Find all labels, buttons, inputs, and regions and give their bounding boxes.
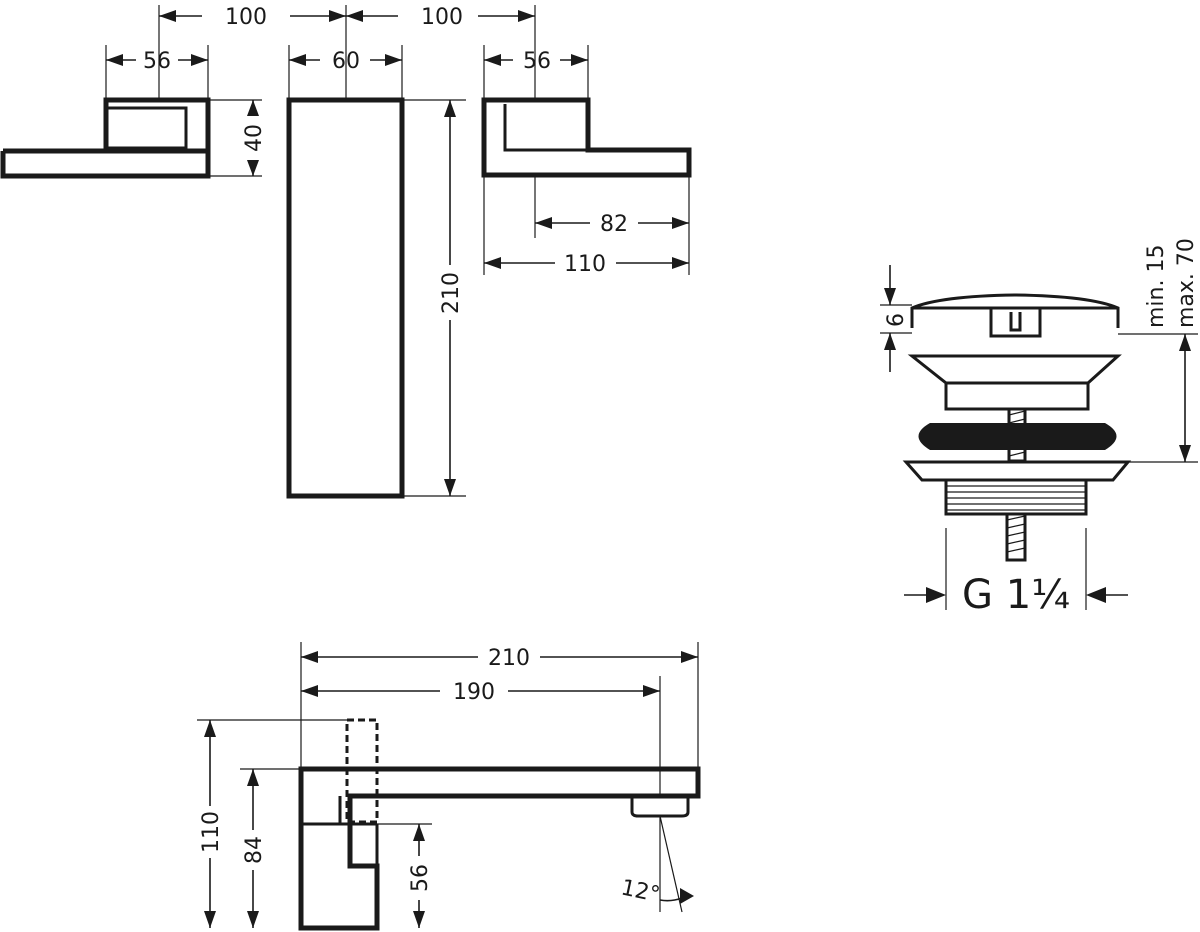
dim-label: G 1¼ <box>962 572 1070 618</box>
dim-right-handle-depth: 110 <box>483 175 689 277</box>
dim-side-total-length: 210 <box>300 642 699 769</box>
left-handle-top-view <box>0 97 211 179</box>
spout-side-view <box>298 766 701 931</box>
dim-side-reach: 190 <box>301 676 661 796</box>
dim-spout-width: 60 <box>288 45 403 100</box>
waste-flange <box>902 460 1132 482</box>
dim-label: 84 <box>242 836 267 864</box>
dim-label: 82 <box>600 212 628 237</box>
dim-side-total-height: 110 <box>197 719 347 928</box>
dim-right-handle-width: 56 <box>483 45 589 100</box>
dim-label: 56 <box>408 864 433 892</box>
dim-label: 190 <box>453 680 495 705</box>
dim-spout-length: 210 <box>402 99 466 497</box>
dim-label: 40 <box>242 124 267 152</box>
spout-top-view <box>286 97 405 499</box>
dim-label: 110 <box>199 811 224 853</box>
dim-left-handle-width: 56 <box>105 45 209 100</box>
dim-label-max: max. 70 <box>1174 238 1199 328</box>
right-handle-top-view <box>481 97 692 178</box>
dim-right-handle-lever: 82 <box>534 175 690 275</box>
dim-waste-thread: G 1¼ <box>904 528 1128 618</box>
dim-label: 210 <box>488 646 530 671</box>
dim-left-handle-height: 40 <box>208 99 267 177</box>
waste-thread-body <box>944 478 1088 516</box>
dim-label-min: min. 15 <box>1144 245 1169 328</box>
dim-label: 210 <box>439 272 464 314</box>
waste-seal <box>918 423 1117 450</box>
dim-label: 12° <box>619 875 662 908</box>
dim-waste-range: min. 15 max. 70 <box>1118 238 1199 463</box>
waste-cap <box>910 293 1120 328</box>
waste-assembly: 6 min. 15 max. 70 G 1¼ <box>880 238 1199 618</box>
dim-side-body-height: 56 <box>377 823 433 928</box>
dim-label: 56 <box>143 49 171 74</box>
dim-label: 6 <box>884 313 909 327</box>
dim-waste-cap-height: 6 <box>880 265 912 372</box>
dim-top-right-spacing: 100 <box>346 5 536 100</box>
dim-label: 56 <box>523 49 551 74</box>
dim-top-left-spacing: 100 <box>158 5 347 100</box>
dim-label: 110 <box>564 252 606 277</box>
dim-label: 100 <box>421 5 463 30</box>
dim-label: 100 <box>225 5 267 30</box>
top-view: 100 100 56 60 <box>0 5 692 499</box>
dim-label: 60 <box>332 49 360 74</box>
side-view: 12° 210 190 110 <box>197 642 701 931</box>
dim-side-spout-height: 84 <box>240 768 301 928</box>
aerator <box>630 796 690 818</box>
